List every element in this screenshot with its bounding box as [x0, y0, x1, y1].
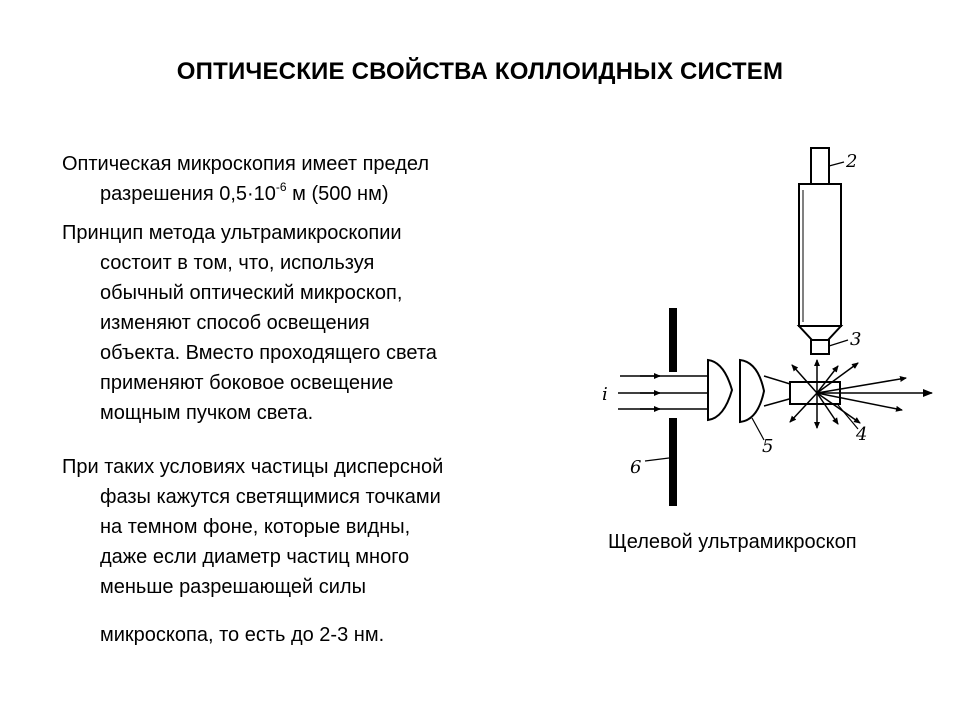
para2-line: применяют боковое освещение [100, 372, 394, 394]
paragraph-conditions-end: микроскопа, то есть до 2-3 нм. [62, 620, 582, 650]
objective [810, 339, 830, 355]
label-objective: 3 [850, 329, 861, 350]
para1-line-2-text: разрешения 0,5·10 [100, 183, 276, 205]
para1-line-2: разрешения 0,5·10-6 м (500 нм) [62, 179, 582, 209]
para2-line: Принцип метода ультрамикроскопии [62, 222, 402, 244]
para3-line: меньше разрешающей силы [100, 576, 366, 598]
slit-bar-bottom [669, 418, 677, 506]
page-title: ОПТИЧЕСКИЕ СВОЙСТВА КОЛЛОИДНЫХ СИСТЕМ [176, 58, 784, 85]
para2-line: мощным пучком света. [100, 402, 314, 424]
label-lens: 5 [762, 436, 773, 457]
label-light: i [602, 384, 608, 405]
label-cuvette: 4 [855, 424, 867, 445]
para2-line: объекта. Вместо проходящего света [100, 342, 437, 364]
para3-line: на темном фоне, которые видны, [100, 516, 411, 538]
exponent: -6 [275, 180, 287, 194]
para1-line-2-unit: м (500 нм) [286, 183, 389, 205]
condenser-lens-1 [707, 358, 734, 422]
para3-line: фазы кажутся светящимися точками [100, 486, 441, 508]
paragraph-resolution-limit: Оптическая микроскопия имеет предел разр… [62, 149, 582, 209]
paragraph-method-principle: Принцип метода ультрамикроскопии состоит… [62, 218, 582, 428]
para2-line: изменяют способ освещения [100, 312, 370, 334]
para3-line: даже если диаметр частиц много [100, 546, 410, 568]
para3-last-line: микроскопа, то есть до 2-3 нм. [100, 624, 385, 646]
label-slit: 6 [630, 457, 641, 478]
para3-line: При таких условиях частицы дисперсной [62, 456, 444, 478]
condenser-lens-2 [739, 358, 766, 424]
paragraph-conditions: При таких условиях частицы дисперсной фа… [62, 452, 582, 602]
microscope-tube [798, 183, 842, 327]
objective-taper [796, 325, 844, 341]
diagram-caption: Щелевой ультрамикроскоп [608, 531, 857, 553]
para1-line-1: Оптическая микроскопия имеет предел [62, 153, 430, 175]
para2-line: обычный оптический микроскоп, [100, 282, 403, 304]
label-tube: 2 [845, 151, 857, 172]
para2-line: состоит в том, что, используя [100, 252, 375, 274]
eyepiece [810, 147, 830, 185]
slit-bar-top [669, 308, 677, 372]
